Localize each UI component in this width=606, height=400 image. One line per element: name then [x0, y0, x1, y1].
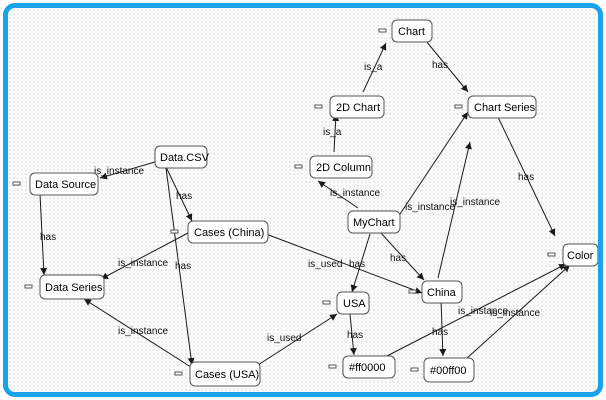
edge-label-has: has: [390, 253, 406, 264]
collapse-toggle-icon[interactable]: [322, 300, 331, 305]
node-2d-chart[interactable]: 2D Chart: [314, 95, 385, 119]
edge-caseschina-china: is_used: [265, 233, 423, 294]
node-label: #ff0000: [349, 362, 386, 374]
edge-casesusa-dataseries: is_instance: [83, 298, 195, 370]
edge-mychart-usa: has: [349, 233, 371, 293]
node-label: China: [427, 287, 457, 299]
node-label: USA: [343, 298, 366, 310]
node-label: Cases (China): [194, 227, 264, 239]
collapse-toggle-icon[interactable]: [328, 364, 337, 369]
node-00ff00[interactable]: #00ff00: [410, 357, 475, 383]
edge-datacsv-casesusa: has: [165, 167, 195, 366]
edge-2dchart-chart: is_a: [362, 42, 387, 93]
edge-label-has: has: [518, 172, 534, 183]
edge-label-is-a: is_a: [323, 127, 342, 138]
edge-casesusa-usa: is_used: [257, 313, 338, 366]
collapse-toggle-icon[interactable]: [294, 164, 303, 169]
edge-label-has: has: [349, 259, 365, 270]
edge-label-has: has: [432, 327, 448, 338]
node-chart[interactable]: Chart: [378, 19, 433, 43]
node-label: Data Source: [35, 179, 96, 191]
collapse-toggle-icon[interactable]: [408, 289, 417, 294]
edge-chartseries-color: has: [495, 112, 556, 237]
nodes-layer: Chart 2D Chart Chart Series 2D Column Da…: [12, 19, 598, 387]
node-label: Chart: [398, 26, 425, 38]
edge-label-has: has: [347, 330, 363, 341]
collapse-toggle-icon[interactable]: [547, 252, 556, 257]
edge-2dcolumn-2dchart: is_a: [323, 113, 342, 153]
edge-label-is-instance: is_instance: [330, 188, 380, 199]
node-mychart[interactable]: MyChart: [347, 210, 401, 234]
collapse-toggle-icon[interactable]: [174, 371, 183, 376]
node-cases-china[interactable]: Cases (China): [170, 220, 269, 244]
edge-datacsv-caseschina: has: [165, 166, 193, 222]
node-usa[interactable]: USA: [322, 291, 370, 315]
edge-label-is-instance: is_instance: [450, 197, 500, 208]
collapse-toggle-icon[interactable]: [454, 104, 463, 109]
edge-usa-ff0000: has: [347, 313, 363, 356]
node-label: 2D Chart: [336, 102, 380, 114]
edge-label-is-instance: is_instance: [405, 202, 455, 213]
node-chart-series[interactable]: Chart Series: [454, 95, 537, 119]
node-label: Data.CSV: [160, 152, 210, 164]
edge-label-is-instance: is_instance: [118, 326, 168, 337]
edges-layer: is_a has is_a has is_instance is_instanc…: [39, 40, 571, 370]
edge-label-has: has: [432, 60, 448, 71]
node-label: MyChart: [353, 217, 395, 229]
node-label: #00ff00: [430, 365, 467, 377]
edge-mychart-2dcolumn: is_instance: [317, 180, 380, 209]
node-label: 2D Column: [316, 162, 371, 174]
node-color[interactable]: Color: [547, 243, 598, 267]
edge-ff0000-color: is_instance: [382, 263, 567, 359]
edge-label-is-instance: is_instance: [118, 258, 168, 269]
node-china[interactable]: China: [408, 280, 463, 304]
node-label: Cases (USA): [195, 369, 259, 381]
node-data-source[interactable]: Data Source: [12, 172, 99, 196]
node-label: Data Series: [45, 282, 103, 294]
node-label: Color: [567, 250, 594, 262]
diagram-canvas[interactable]: is_a has is_a has is_instance is_instanc…: [3, 3, 603, 397]
edge-label-has: has: [176, 191, 192, 202]
edge-mychart-china: has: [379, 231, 425, 281]
collapse-toggle-icon[interactable]: [410, 367, 419, 372]
edge-mychart-chartseries: is_instance: [395, 111, 469, 221]
edge-caseschina-dataseries: is_instance: [100, 232, 189, 280]
node-label: Chart Series: [474, 102, 536, 114]
node-cases-usa[interactable]: Cases (USA): [174, 361, 261, 387]
node-data-csv[interactable]: Data.CSV: [154, 145, 210, 169]
collapse-toggle-icon[interactable]: [12, 181, 21, 186]
edge-00ff00-color: is_instance: [465, 264, 571, 360]
edge-china-chartseries: is_instance: [437, 141, 500, 279]
collapse-toggle-icon[interactable]: [24, 284, 33, 289]
edge-chart-chartseries: has: [425, 40, 469, 93]
edge-label-is-a: is_a: [364, 62, 383, 73]
graph-svg: is_a has is_a has is_instance is_instanc…: [12, 19, 598, 387]
edge-datacsv-datasource: is_instance: [94, 161, 156, 180]
edge-label-is-instance: is_instance: [490, 308, 540, 319]
edge-label-is-instance: is_instance: [94, 166, 144, 177]
collapse-toggle-icon[interactable]: [170, 229, 179, 234]
node-2d-column[interactable]: 2D Column: [294, 155, 373, 179]
edge-label-has: has: [175, 261, 191, 272]
node-ff0000[interactable]: #ff0000: [328, 355, 396, 379]
collapse-toggle-icon[interactable]: [378, 28, 387, 33]
edge-label-is-used: is_used: [267, 333, 301, 344]
node-data-series[interactable]: Data Series: [24, 274, 105, 300]
edge-label-is-instance: is_instance: [458, 306, 508, 317]
edge-datasource-dataseries: has: [39, 193, 56, 276]
collapse-toggle-icon[interactable]: [314, 104, 323, 109]
edge-label-is-used: is_used: [308, 259, 342, 270]
edge-label-has: has: [40, 232, 56, 243]
edge-china-00ff00: has: [432, 299, 448, 357]
